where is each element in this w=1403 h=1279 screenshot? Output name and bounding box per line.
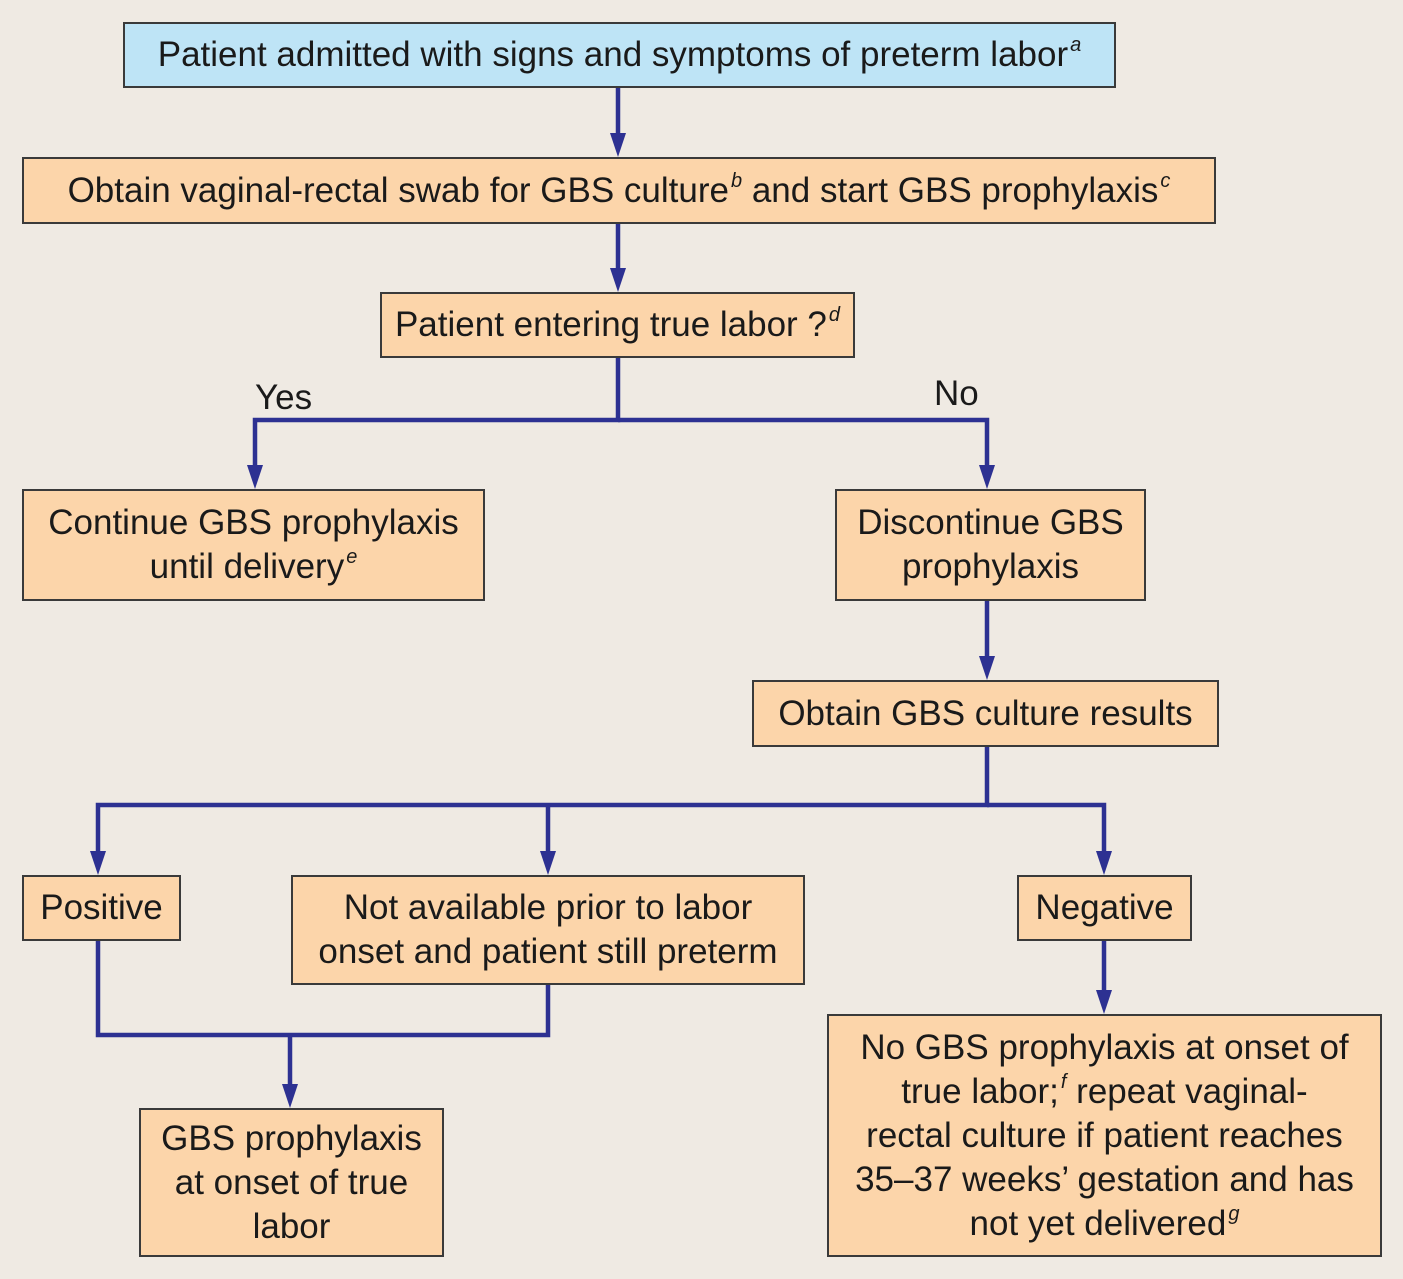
footnote-e: e	[346, 546, 358, 568]
continue-prophylaxis-line-1: Continue GBS prophylaxis	[48, 503, 459, 542]
prophylaxis-at-onset-line-3: labor	[252, 1206, 331, 1246]
edge-positive-and-not-available-join	[95, 941, 551, 1038]
true-labor-decision-box: Patient entering true labor ?d	[380, 292, 855, 358]
no-prophylaxis-line-3: rectal culture if patient reaches	[866, 1115, 1343, 1155]
no-prophylaxis-line-2: true labor;	[901, 1071, 1059, 1111]
culture-results-text: Obtain GBS culture results	[778, 693, 1193, 733]
discontinue-prophylaxis-line-1: Discontinue GBS	[857, 503, 1124, 542]
prophylaxis-at-onset-line-1: GBS prophylaxis	[161, 1118, 422, 1158]
continue-prophylaxis-line-2: until delivery	[149, 547, 345, 586]
not-available-line-1: Not available prior to labor	[343, 888, 753, 927]
swab-box: Obtain vaginal-rectal swab for GBS cultu…	[22, 157, 1216, 224]
footnote-b: b	[730, 169, 743, 192]
swab-text-2: and start GBS prophylaxis	[742, 170, 1159, 210]
no-prophylaxis-line-1: No GBS prophylaxis at onset of	[860, 1027, 1349, 1067]
edge-label-no: No	[934, 374, 979, 413]
not-available-line-2: onset and patient still preterm	[318, 932, 778, 971]
footnote-c: c	[1160, 169, 1171, 192]
admitted-text: Patient admitted with signs and symptoms…	[157, 35, 1069, 74]
edge-no-to-discontinue	[618, 417, 995, 489]
positive-box: Positive	[22, 875, 181, 941]
discontinue-prophylaxis-line-2: prophylaxis	[901, 547, 1080, 586]
footnote-d: d	[828, 304, 841, 326]
true-labor-text: Patient entering true labor ?	[394, 305, 827, 344]
no-prophylaxis-line-2-wrap: true labor;f repeat vaginal-	[901, 1070, 1307, 1114]
not-available-box: Not available prior to labor onset and p…	[291, 875, 805, 985]
culture-results-box: Obtain GBS culture results	[752, 680, 1219, 747]
true-labor-text-line: Patient entering true labor ?d	[395, 303, 840, 347]
edge-results-to-negative	[987, 802, 1112, 875]
no-prophylaxis-box: No GBS prophylaxis at onset of true labo…	[827, 1014, 1382, 1257]
admitted-text-line: Patient admitted with signs and symptoms…	[158, 33, 1082, 77]
prophylaxis-at-onset-box: GBS prophylaxis at onset of true labor	[139, 1108, 444, 1257]
footnote-g: g	[1228, 1202, 1240, 1225]
prophylaxis-at-onset-line-2: at onset of true	[174, 1162, 409, 1202]
negative-box: Negative	[1017, 875, 1192, 941]
discontinue-prophylaxis-box: Discontinue GBS prophylaxis	[835, 489, 1146, 601]
swab-text-line: Obtain vaginal-rectal swab for GBS cultu…	[68, 169, 1171, 213]
positive-text: Positive	[40, 888, 163, 927]
edge-results-to-positive	[90, 747, 990, 875]
swab-text: Obtain vaginal-rectal swab for GBS cultu…	[67, 170, 729, 210]
no-prophylaxis-line-4: 35–37 weeks’ gestation and has	[855, 1159, 1354, 1199]
footnote-f: f	[1060, 1070, 1067, 1093]
no-prophylaxis-line-2-cont: repeat vaginal-	[1066, 1071, 1308, 1111]
no-prophylaxis-line-5: not yet delivered	[969, 1203, 1227, 1243]
edge-yes-to-continue	[247, 358, 621, 489]
footnote-a: a	[1070, 34, 1082, 56]
edge-label-yes: Yes	[255, 378, 313, 417]
admitted-box: Patient admitted with signs and symptoms…	[123, 22, 1116, 88]
negative-text: Negative	[1035, 888, 1174, 927]
